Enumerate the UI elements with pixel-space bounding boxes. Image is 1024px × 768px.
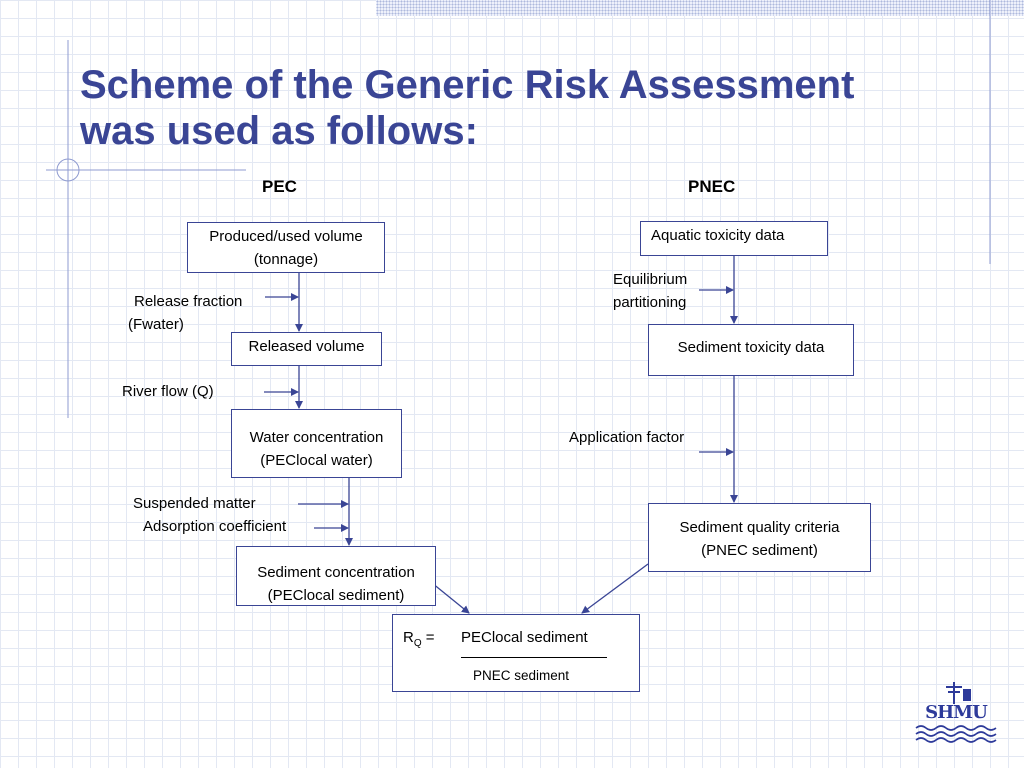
shmu-logo: SHMU [910, 676, 1002, 748]
logo-text: SHMU [925, 702, 988, 723]
box-released-volume: Released volume [231, 332, 382, 366]
box-water-concentration-line1: Water concentration [249, 429, 384, 446]
box-sediment-concentration-line2: (PEClocal sediment) [267, 587, 405, 604]
arrow-pec-to-ratio [431, 582, 470, 614]
rq-numerator: PEClocal sediment [461, 629, 588, 646]
box-produced-volume: Produced/used volume (tonnage) [187, 222, 385, 273]
box-produced-volume-line2: (tonnage) [253, 251, 319, 268]
box-sediment-toxicity: Sediment toxicity data [648, 324, 854, 376]
box-water-concentration-line2: (PEClocal water) [260, 452, 373, 469]
box-sediment-quality-criteria: Sediment quality criteria (PNEC sediment… [648, 503, 871, 572]
box-aquatic-toxicity: Aquatic toxicity data [640, 221, 828, 256]
top-dotted-band [376, 0, 1024, 16]
box-sediment-quality-criteria-line2: (PNEC sediment) [701, 542, 818, 559]
box-sediment-quality-criteria-line1: Sediment quality criteria [679, 519, 840, 536]
box-aquatic-toxicity-line1: Aquatic toxicity data [651, 227, 785, 244]
title-line-1: Scheme of the Generic Risk Assessment [80, 63, 855, 107]
box-produced-volume-line1: Produced/used volume [209, 228, 363, 245]
label-equilibrium: Equilibrium [613, 271, 688, 288]
rq-denominator: PNEC sediment [473, 668, 570, 683]
risk-quotient-symbol: RQ = [403, 629, 435, 649]
pnec-heading: PNEC [688, 177, 736, 196]
label-fwater: (Fwater) [128, 316, 184, 333]
label-river-flow: River flow (Q) [122, 383, 214, 400]
box-sediment-toxicity-line1: Sediment toxicity data [677, 339, 825, 356]
rq-subscript: Q [413, 638, 422, 649]
arrow-pnec-to-ratio [581, 563, 649, 614]
title-line-2: was used as follows: [80, 109, 478, 153]
risk-quotient-box: RQ = PEClocal sediment PNEC sediment [392, 614, 640, 692]
rq-equals: = [425, 629, 435, 646]
label-application-factor: Application factor [569, 429, 685, 446]
box-water-concentration: Water concentration (PEClocal water) [231, 409, 402, 478]
pec-heading: PEC [262, 177, 297, 196]
box-released-volume-line1: Released volume [248, 338, 365, 355]
rq-letter: R [403, 629, 414, 646]
weather-station-icon [915, 682, 997, 743]
label-release-fraction: Release fraction [134, 293, 243, 310]
label-suspended-matter: Suspended matter [133, 495, 256, 512]
fraction-bar [461, 657, 607, 658]
label-partitioning: partitioning [613, 294, 687, 311]
box-sediment-concentration: Sediment concentration (PEClocal sedimen… [236, 546, 436, 606]
label-adsorption-coefficient: Adsorption coefficient [143, 518, 287, 535]
slide-title: Scheme of the Generic Risk Assessment wa… [80, 62, 940, 154]
box-sediment-concentration-line1: Sediment concentration [257, 564, 415, 581]
